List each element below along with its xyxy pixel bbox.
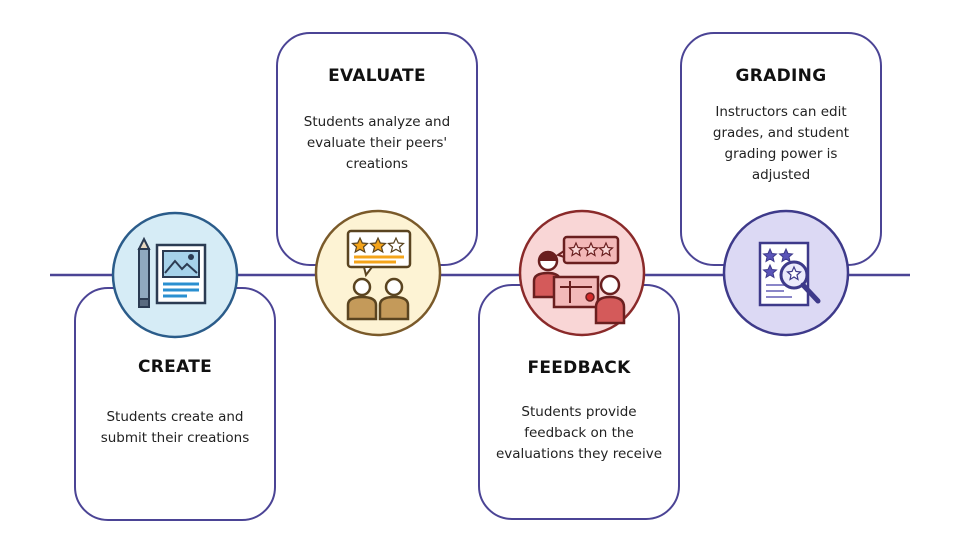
document-pencil-icon (111, 211, 239, 339)
feedback-title: FEEDBACK (527, 358, 631, 378)
grading-card: GRADING Instructors can edit grades, and… (680, 32, 882, 266)
feedback-chat-icon (518, 209, 646, 337)
create-description: Students create and submit their creatio… (100, 409, 250, 446)
grading-title: GRADING (735, 66, 827, 86)
grading-description: Instructors can edit grades, and student… (712, 104, 850, 183)
evaluate-title: EVALUATE (328, 66, 426, 86)
feedback-description: Students provide feedback on the evaluat… (495, 404, 663, 462)
peers-rating-icon (314, 209, 442, 337)
create-title: CREATE (137, 357, 213, 377)
evaluate-description: Students analyze and evaluate their peer… (303, 114, 451, 172)
grade-magnifier-icon (722, 209, 850, 337)
